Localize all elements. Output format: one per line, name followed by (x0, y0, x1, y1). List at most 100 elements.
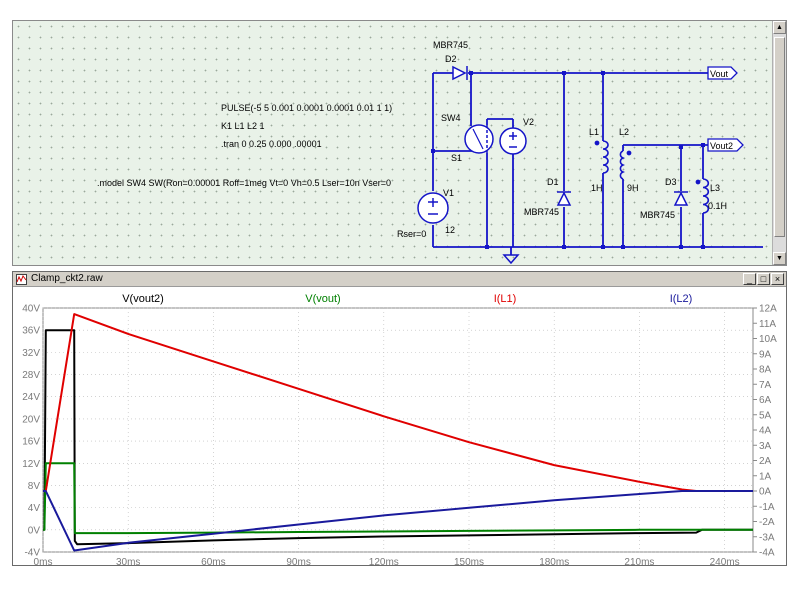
x-axis-ticks: 0ms 30ms 60ms 90ms 120ms 150ms 180ms 210ms 240ms (34, 557, 740, 565)
switch-sw4-icon[interactable] (464, 124, 494, 154)
directive-tran[interactable]: .tran 0 0.25 0.000 .00001 (221, 139, 322, 149)
s1-name-label: S1 (451, 153, 462, 163)
x-tick-label: 60ms (201, 557, 225, 565)
d2-name-label: D2 (445, 54, 457, 64)
v1-rser-label: Rser=0 (397, 229, 426, 239)
net-label-vout: Vout (710, 69, 729, 79)
d1-name-label: D1 (547, 177, 559, 187)
legend-entry: V(vout2) (122, 293, 164, 305)
left-tick-label: 0V (28, 525, 41, 536)
series-v-vout- (43, 462, 753, 535)
diode-d1-icon[interactable] (556, 191, 572, 206)
left-tick-label: 8V (28, 481, 41, 492)
net-flag-vout2[interactable]: Vout2 (707, 138, 744, 152)
plot-grid (42, 307, 753, 553)
l1-name-label: L1 (589, 127, 599, 137)
wires (432, 72, 763, 255)
right-tick-label: 4A (759, 426, 772, 437)
inductor-l1-icon[interactable] (594, 140, 609, 174)
waveform-window-title: Clamp_ckt2.raw (31, 273, 103, 284)
schematic-canvas[interactable]: Vout Vout2 PULSE(-5 5 0.001 0.0001 0.000… (12, 20, 787, 266)
series-i-l2- (43, 490, 753, 552)
right-axis-ticks: 12A11A10A9A8A7A6A5A4A3A2A1A0A-1A-2A-3A-4… (753, 304, 777, 559)
legend-entry: I(L2) (670, 293, 693, 305)
net-flag-vout[interactable]: Vout (707, 66, 738, 80)
schematic-vertical-scrollbar[interactable]: ▲ ▼ (772, 21, 786, 265)
x-tick-label: 30ms (116, 557, 140, 565)
right-tick-label: 3A (759, 441, 772, 452)
x-tick-label: 90ms (286, 557, 310, 565)
directive-coupling[interactable]: K1 L1 L2 1 (221, 121, 265, 131)
inductor-l2-icon[interactable] (619, 150, 632, 180)
plot-area[interactable] (42, 307, 754, 553)
l1-value-label: 1H (591, 183, 603, 193)
series-traces (43, 313, 753, 552)
d3-model-label: MBR745 (640, 210, 675, 220)
left-tick-label: 16V (22, 437, 40, 448)
directive-pulse[interactable]: PULSE(-5 5 0.001 0.0001 0.0001 0.01 1 1) (221, 103, 392, 113)
x-tick-label: 0ms (34, 557, 53, 565)
ground-icon[interactable] (502, 254, 520, 265)
right-tick-label: -3A (759, 532, 775, 543)
left-tick-label: 12V (22, 459, 40, 470)
voltage-source-v2-icon[interactable] (499, 127, 527, 155)
left-tick-label: 20V (22, 414, 40, 425)
left-tick-label: 4V (28, 503, 41, 514)
right-tick-label: 8A (759, 365, 772, 376)
left-tick-label: 28V (22, 370, 40, 381)
l3-name-label: L3 (710, 183, 720, 193)
x-tick-label: 150ms (454, 557, 484, 565)
series-i-l1- (43, 313, 753, 492)
left-tick-label: 40V (22, 304, 40, 315)
right-tick-label: 1A (759, 471, 772, 482)
maximize-button[interactable]: □ (757, 273, 770, 285)
legend-entry: V(vout) (305, 293, 340, 305)
diode-d3-icon[interactable] (673, 191, 689, 206)
d3-name-label: D3 (665, 177, 677, 187)
scroll-up-arrow-icon[interactable]: ▲ (773, 21, 786, 34)
right-tick-label: 0A (759, 487, 772, 498)
x-tick-label: 120ms (369, 557, 399, 565)
waveform-icon (16, 274, 27, 285)
directive-model[interactable]: .model SW4 SW(Ron=0.00001 Roff=1meg Vt=0… (97, 178, 391, 188)
right-tick-label: -4A (759, 548, 775, 559)
inductor-l3-icon[interactable] (695, 178, 710, 214)
minimize-button[interactable]: _ (743, 273, 756, 285)
right-tick-label: -1A (759, 502, 775, 513)
right-tick-label: 5A (759, 410, 772, 421)
v1-value-label: 12 (445, 225, 455, 235)
waveform-plot[interactable]: V(vout2)V(vout)I(L1)I(L2) 40V36V32V28V24… (13, 288, 786, 565)
close-button[interactable]: × (771, 273, 784, 285)
v1-name-label: V1 (443, 188, 454, 198)
l2-value-label: 9H (627, 183, 639, 193)
waveform-window[interactable]: Clamp_ckt2.raw _ □ × V(vout2)V(vout)I(L1… (12, 271, 787, 566)
left-tick-label: 36V (22, 326, 40, 337)
right-tick-label: -2A (759, 517, 775, 528)
scroll-down-arrow-icon[interactable]: ▼ (773, 252, 786, 265)
left-tick-label: -4V (24, 548, 40, 559)
series-v-vout2- (43, 329, 753, 546)
left-tick-label: 24V (22, 392, 40, 403)
x-tick-label: 180ms (539, 557, 569, 565)
diode-d2-icon[interactable] (452, 65, 468, 81)
waveform-titlebar[interactable]: Clamp_ckt2.raw _ □ × (13, 272, 786, 287)
right-tick-label: 10A (759, 334, 777, 345)
l3-value-label: 0.1H (708, 201, 727, 211)
right-tick-label: 6A (759, 395, 772, 406)
schematic-drawing[interactable]: Vout Vout2 PULSE(-5 5 0.001 0.0001 0.000… (13, 21, 773, 266)
net-label-vout2: Vout2 (710, 141, 733, 151)
left-axis-ticks: 40V 36V 32V 28V 24V 20V 16V 12V 8V 4V 0V -4V (22, 304, 40, 559)
sw4-name-label: SW4 (441, 113, 461, 123)
d2-model-label: MBR745 (433, 40, 468, 50)
voltage-source-v1-icon[interactable] (417, 192, 449, 224)
x-tick-label: 210ms (624, 557, 654, 565)
right-tick-label: 9A (759, 349, 772, 360)
x-tick-label: 240ms (710, 557, 740, 565)
right-tick-label: 2A (759, 456, 772, 467)
v2-name-label: V2 (523, 117, 534, 127)
d1-model-label: MBR745 (524, 207, 559, 217)
legend: V(vout2)V(vout)I(L1)I(L2) (122, 293, 692, 305)
scroll-thumb[interactable] (774, 37, 785, 237)
left-tick-label: 32V (22, 348, 40, 359)
right-tick-label: 12A (759, 304, 777, 315)
